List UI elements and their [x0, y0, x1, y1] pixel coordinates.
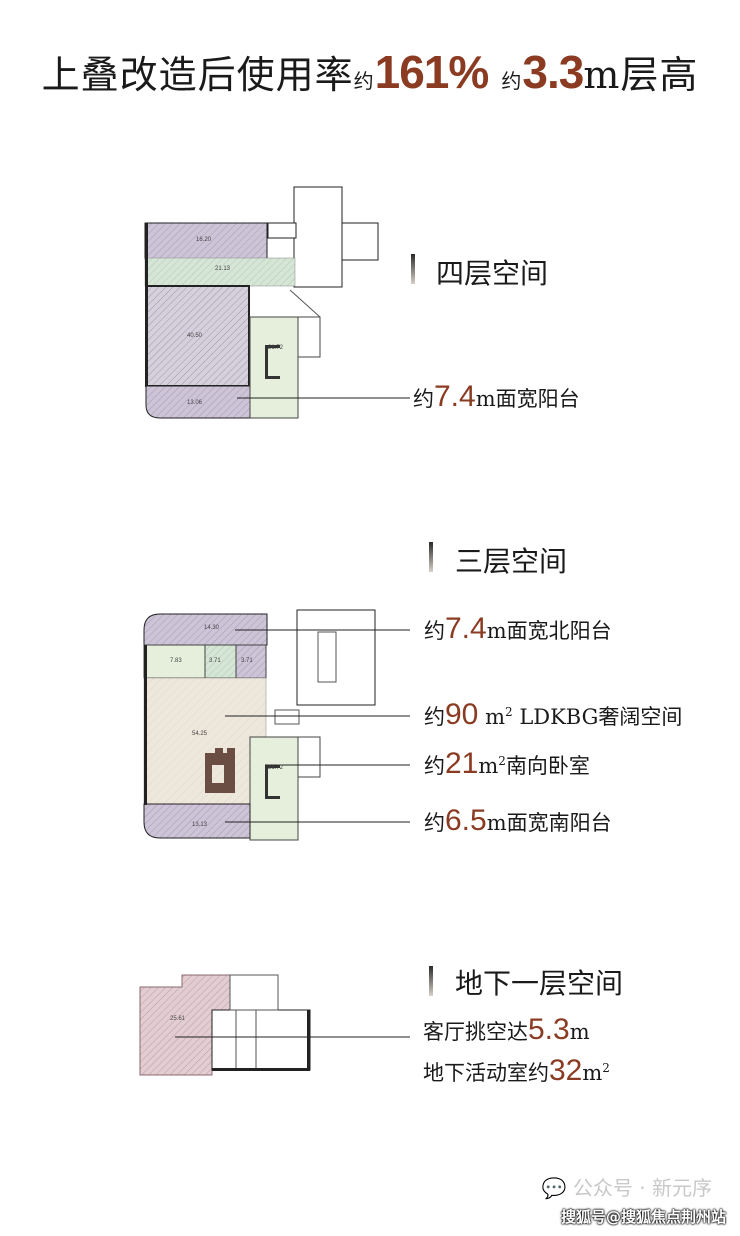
heading-bar	[429, 966, 433, 996]
callout-sup: 2	[498, 754, 506, 768]
callout-unit: m	[569, 1020, 590, 1044]
room-area: 3.71	[209, 658, 221, 664]
room-area: 25.61	[170, 1016, 186, 1022]
room-area: 40.50	[187, 333, 203, 339]
room-area: 13.06	[187, 400, 203, 406]
basement-callout-ceiling: 客厅挑空达5.3m	[423, 1013, 590, 1047]
room-area: 21.13	[215, 266, 231, 272]
room-area: 7.83	[170, 658, 182, 664]
heading-bar	[411, 254, 415, 284]
callout-prefix: 约	[424, 811, 445, 835]
title-approx: 约	[353, 69, 375, 93]
floor-3-callout-ldkbg: 约90 m2 LDKBG奢阔空间	[424, 698, 682, 732]
callout-value: 21	[445, 747, 479, 780]
callout-text: 南向卧室	[505, 754, 590, 778]
room-area: 21.72	[268, 765, 284, 771]
floor-4-heading: 四层空间	[436, 257, 549, 290]
room-area: 54.25	[192, 731, 208, 737]
floor-3-callout-north-balcony: 约7.4m面宽北阳台	[424, 612, 612, 646]
floor-3-callout-south-balcony: 约6.5m面宽南阳台	[424, 804, 612, 838]
room-area: 21.72	[268, 345, 284, 351]
callout-prefix: 约	[413, 387, 434, 411]
wechat-watermark-text: 公众号 · 新元序	[572, 1176, 712, 1200]
callout-sup: 2	[504, 705, 513, 719]
callout-unit: m	[486, 619, 507, 643]
callout-unit: m	[486, 811, 507, 835]
callout-value: 7.4	[434, 380, 476, 413]
callout-unit: m	[582, 1061, 603, 1085]
callout-prefix: 约	[424, 619, 445, 643]
wechat-icon: 💬	[541, 1176, 573, 1200]
callout-prefix: 地下活动室约	[423, 1061, 549, 1085]
callout-prefix: 约	[424, 754, 445, 778]
heading-bar	[429, 542, 433, 572]
wechat-watermark: 💬 公众号 · 新元序	[542, 1172, 712, 1201]
room-area: 13.13	[192, 822, 208, 828]
callout-value: 7.4	[445, 612, 487, 645]
room-area: 3.71	[241, 658, 253, 664]
callout-unit: m	[478, 754, 499, 778]
basement-heading: 地下一层空间	[455, 967, 624, 1000]
title-suffix: 层高	[620, 53, 699, 97]
room-area: 14.30	[204, 625, 220, 631]
sohu-watermark: 搜狐号@搜狐焦点荆州站	[560, 1208, 726, 1226]
callout-sup: 2	[602, 1061, 610, 1075]
floor-4-plan: 16.20 21.13 40.50 21.72 13.06	[144, 186, 410, 419]
callout-value: 32	[549, 1054, 583, 1087]
title-prefix: 上叠改造后使用率	[41, 53, 354, 97]
callout-text: 面宽南阳台	[506, 811, 612, 835]
usage-rate: 161%	[374, 46, 490, 98]
callout-value: 6.5	[445, 804, 487, 837]
page-title: 上叠改造后使用率约161% 约3.3m层高	[0, 44, 740, 99]
callout-value: 5.3	[528, 1013, 570, 1046]
callout-value: 90	[445, 698, 479, 731]
floor-height: 3.3	[522, 46, 584, 98]
title-approx: 约	[501, 69, 523, 93]
floor-3-callout-bedroom: 约21m2南向卧室	[424, 747, 590, 781]
callout-prefix: 客厅挑空达	[423, 1020, 528, 1044]
floor-3-plan: 14.30 7.83 3.71 3.71 54.25 21.72 13.13	[143, 609, 410, 841]
callout-text: LDKBG奢阔空间	[519, 705, 683, 729]
callout-text: 面宽北阳台	[506, 619, 612, 643]
room-area: 16.20	[196, 237, 212, 243]
floor-3-heading: 三层空间	[455, 545, 568, 578]
basement-plan: 25.61	[139, 974, 410, 1076]
basement-callout-activity-room: 地下活动室约32m2	[423, 1054, 610, 1088]
floor-height-unit: m	[583, 53, 621, 97]
callout-unit: m	[485, 705, 505, 729]
callout-unit: m	[475, 387, 496, 411]
floor-4-callout: 约7.4m面宽阳台	[413, 380, 580, 414]
callout-text: 面宽阳台	[495, 387, 580, 411]
callout-prefix: 约	[424, 705, 445, 729]
